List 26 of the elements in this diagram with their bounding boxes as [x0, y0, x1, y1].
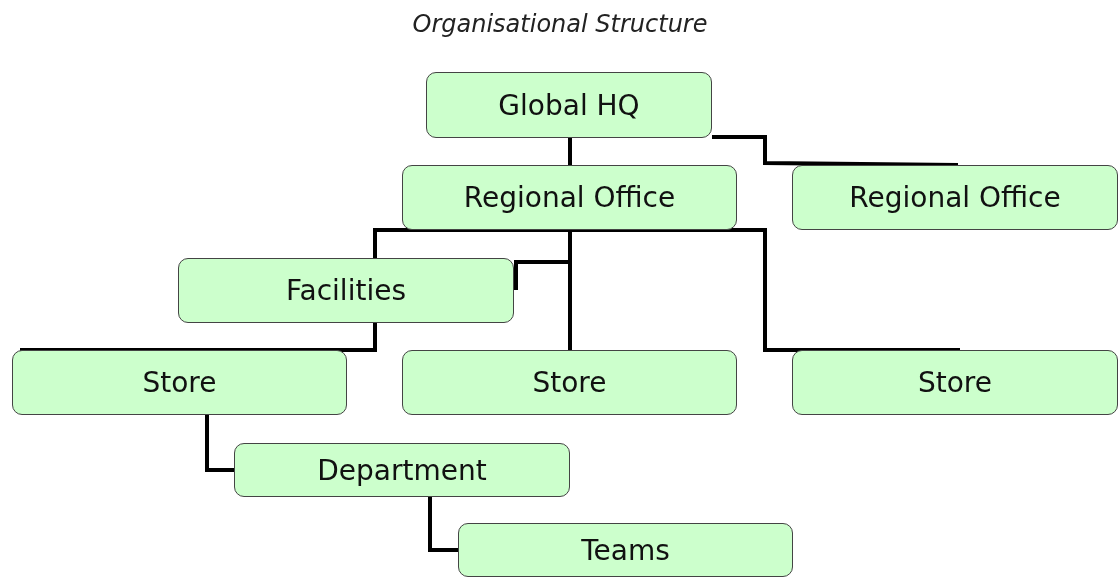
diagram-title: Organisational Structure: [411, 10, 709, 38]
connector-line: [570, 228, 960, 352]
org-box: [234, 443, 570, 497]
box-label: Regional Office: [849, 181, 1061, 214]
box-label: Store: [142, 366, 217, 399]
connector-line: [568, 138, 572, 165]
org-box: [426, 72, 712, 138]
org-box: [12, 350, 347, 415]
connector-line: [373, 228, 570, 258]
box-label: Store: [918, 366, 992, 399]
org-box: [792, 165, 1118, 230]
org-box: [178, 258, 514, 323]
connector-line: [428, 497, 458, 552]
org-box: [458, 523, 793, 577]
org-box: [402, 165, 737, 230]
connector-line: [20, 323, 377, 352]
box-label: Teams: [581, 533, 670, 567]
box-label: Facilities: [286, 274, 406, 307]
box-label: Global HQ: [498, 88, 640, 122]
org-box: [402, 350, 737, 415]
box-label: Store: [532, 366, 607, 399]
box-label: Regional Office: [463, 181, 676, 214]
connector-line: [712, 135, 959, 167]
org-box: [792, 350, 1118, 415]
connector-line: [205, 415, 234, 472]
box-label: Department: [317, 453, 487, 487]
